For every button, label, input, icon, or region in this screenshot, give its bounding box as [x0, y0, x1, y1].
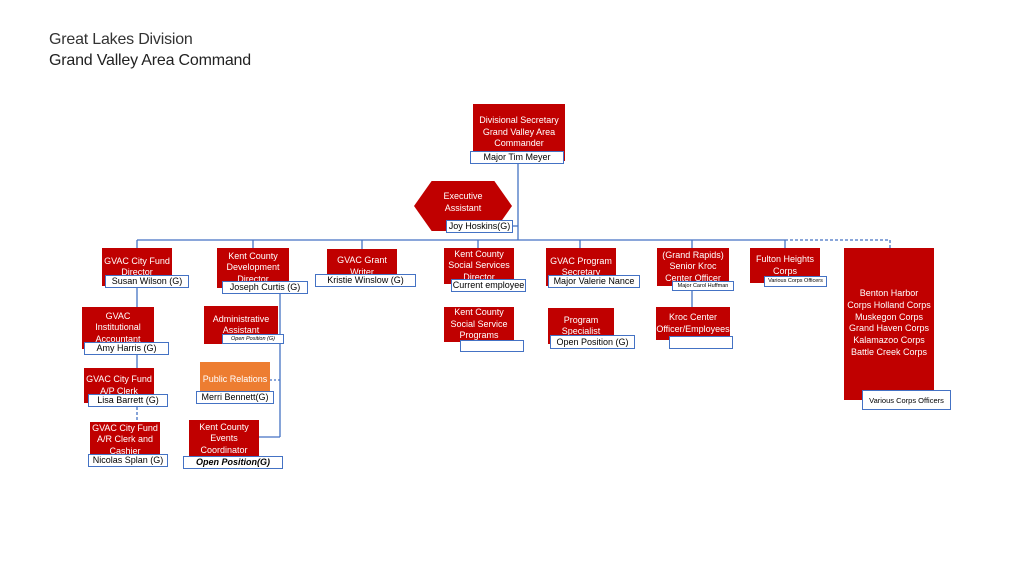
public-relations-name: Merri Bennett(G): [196, 391, 274, 404]
social-services-director-name: Current employee: [451, 279, 526, 292]
program-secretary-name: Major Valerie Nance: [548, 275, 640, 288]
ar-clerk-name: Nicolas Splan (G): [88, 454, 168, 467]
social-service-programs-box: Kent County Social Service Programs: [444, 307, 514, 342]
kroc-center-officer-box: (Grand Rapids) Senior Kroc Center Office…: [657, 248, 729, 286]
executive-assistant-name: Joy Hoskins(G): [446, 220, 513, 233]
institutional-accountant-name: Amy Harris (G): [84, 342, 169, 355]
division-title: Great Lakes Division: [49, 31, 193, 48]
admin-assistant-name: Open Position (G): [222, 334, 284, 344]
area-commander-name: Major Tim Meyer: [470, 151, 564, 164]
ap-clerk-name: Lisa Barrett (G): [88, 394, 168, 407]
corps-list-name: Various Corps Officers: [862, 390, 951, 410]
corps-list-box: Benton Harbor Corps Holland Corps Muskeg…: [844, 248, 934, 400]
grant-writer-name: Kristie Winslow (G): [315, 274, 416, 287]
kroc-employees-box: Kroc Center Officer/Employees: [656, 307, 730, 340]
development-director-name: Joseph Curtis (G): [222, 281, 308, 294]
social-service-programs-name: [460, 340, 524, 352]
kroc-employees-name: [669, 336, 733, 349]
city-fund-director-name: Susan Wilson (G): [105, 275, 189, 288]
fulton-heights-corps-name: Various Corps Officers: [764, 276, 827, 287]
events-coordinator-name: Open Position(G): [183, 456, 283, 469]
social-services-director-box: Kent County Social Services Director: [444, 248, 514, 284]
events-coordinator-box: Kent County Events Coordinator: [189, 420, 259, 458]
program-specialist-name: Open Position (G): [550, 335, 635, 349]
area-command-title: Grand Valley Area Command: [49, 52, 251, 69]
ar-clerk-box: GVAC City Fund A/R Clerk and Cashier: [90, 422, 160, 458]
kroc-center-officer-name: Major Carol Huffman: [672, 281, 734, 291]
